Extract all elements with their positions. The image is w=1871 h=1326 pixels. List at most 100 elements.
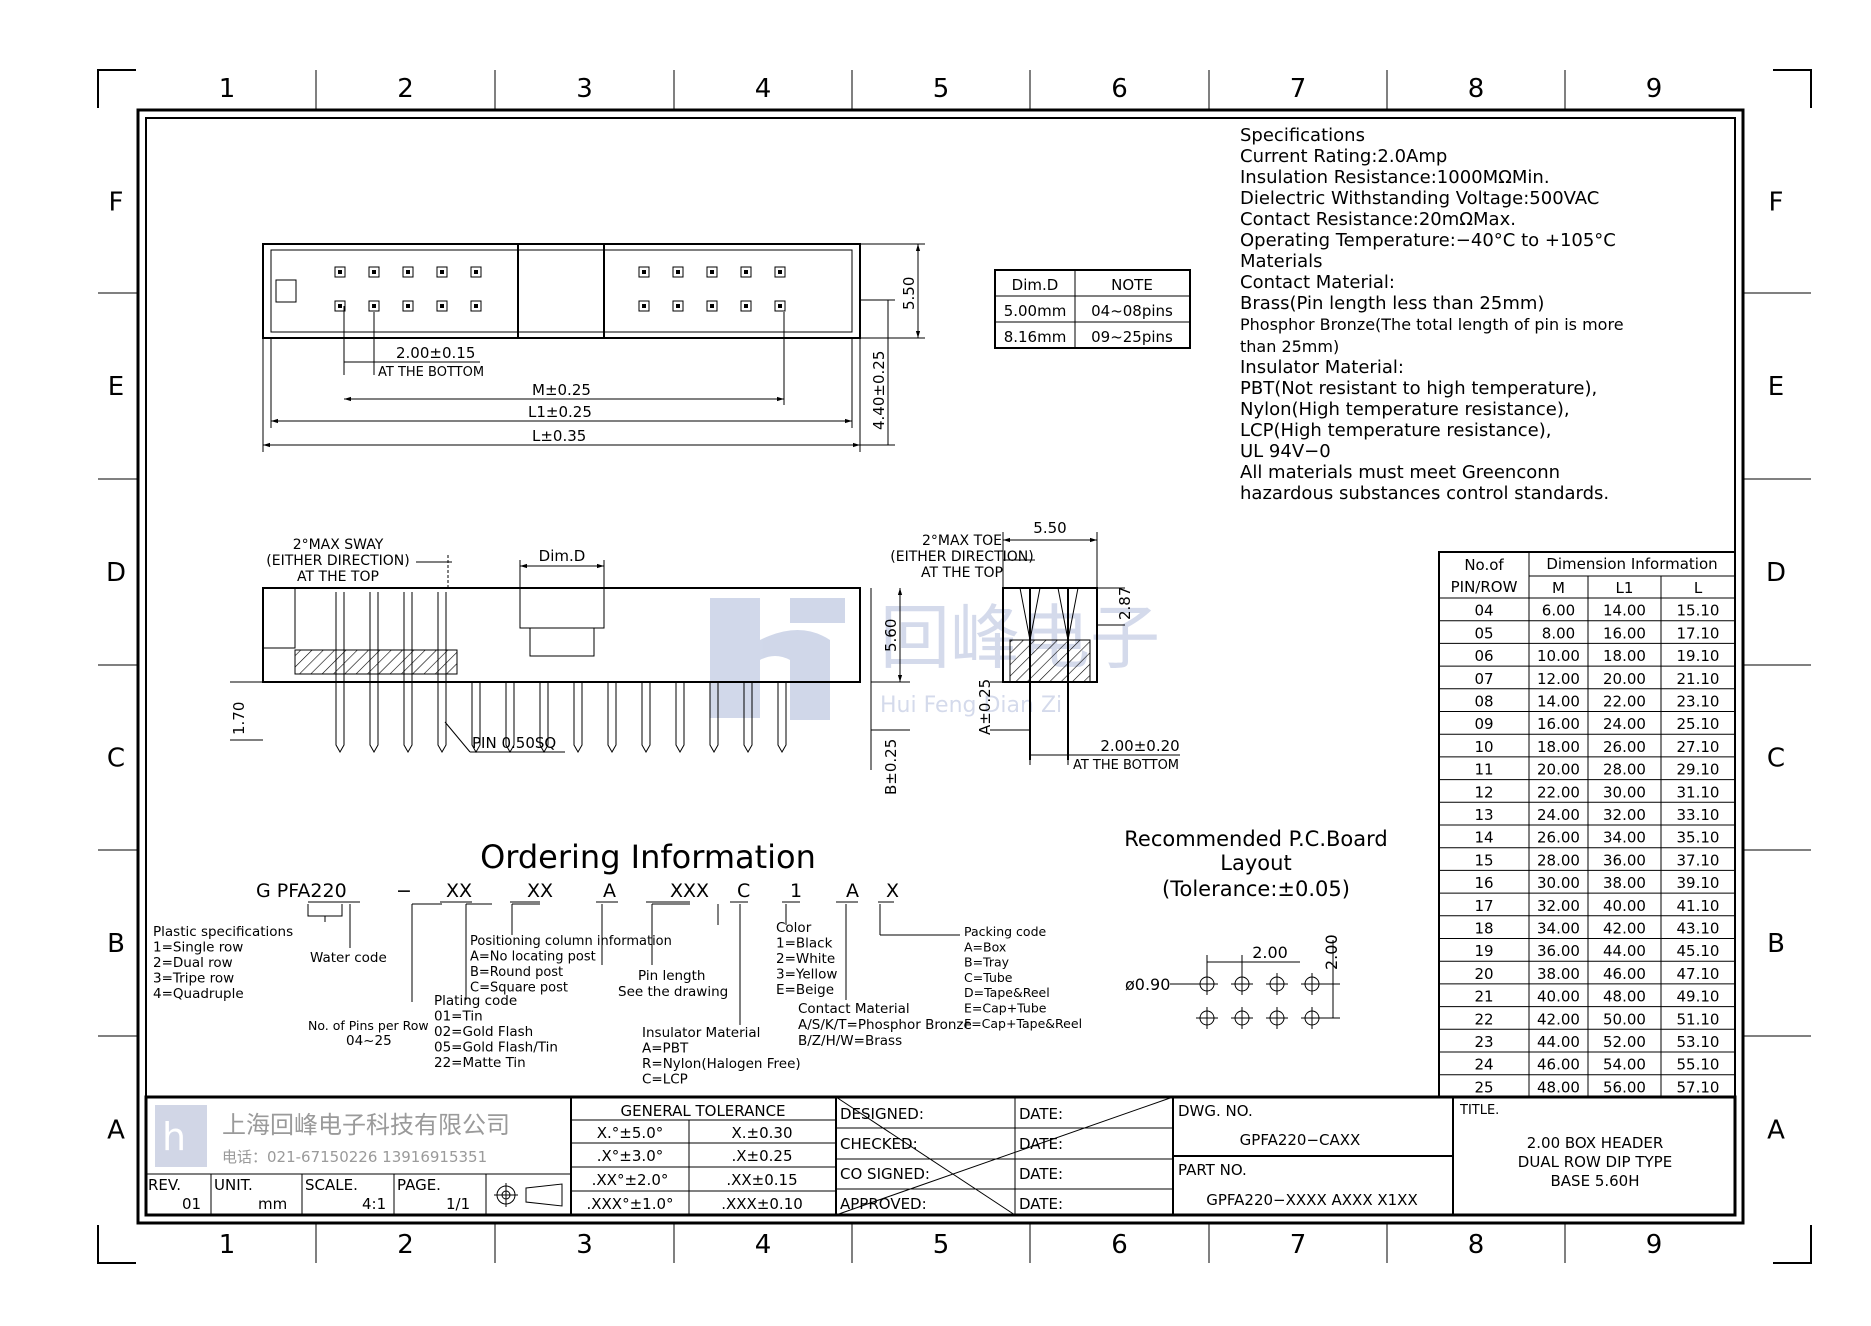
- spec-line: Brass(Pin length less than 25mm): [1240, 293, 1544, 314]
- ordering-note: E=Cap+Tube: [964, 1001, 1047, 1016]
- projection-symbol: [494, 1183, 563, 1207]
- sign-label: DESIGNED:: [840, 1105, 924, 1123]
- spec-line: Contact Resistance:20mΩMax.: [1240, 209, 1516, 230]
- table-cell: 25.10: [1677, 715, 1720, 733]
- table-header: PIN/ROW: [1451, 578, 1518, 596]
- table-cell: 09: [1474, 715, 1493, 733]
- table-cell: 51.10: [1677, 1010, 1720, 1028]
- pin-pad: [436, 300, 448, 312]
- tolerance-linear: X.±0.30: [731, 1124, 792, 1142]
- table-header: No.of: [1464, 556, 1504, 574]
- table-cell: 33.10: [1677, 806, 1720, 824]
- ordering-note: 1=Single row: [153, 940, 243, 956]
- pin-square: [440, 270, 444, 274]
- dim-d-table: Dim.D NOTE 5.00mm 04~08pins 8.16mm 09~25…: [994, 269, 1191, 349]
- ordering-note: A=PBT: [642, 1041, 689, 1057]
- dim-height-label: 5.50: [900, 277, 918, 310]
- ordering-code-segment: XX: [527, 880, 553, 902]
- ordering-note: A=Box: [964, 939, 1006, 954]
- column-label: 9: [1646, 1230, 1663, 1260]
- dim-l1-label: L1±0.25: [528, 403, 592, 421]
- ordering-note: 01=Tin: [434, 1009, 483, 1025]
- pin: [709, 682, 719, 754]
- column-label: 6: [1111, 1230, 1128, 1260]
- table-cell: 38.00: [1537, 965, 1580, 983]
- pitch-note: AT THE BOTTOM: [378, 365, 484, 380]
- table-cell: 42.00: [1537, 1010, 1580, 1028]
- date-label: DATE:: [1019, 1135, 1063, 1153]
- toe-note: 2°MAX TOE: [922, 533, 1002, 549]
- table-cell: 14: [1474, 829, 1493, 847]
- ordering-note: 05=Gold Flash/Tin: [434, 1040, 558, 1056]
- pin-square: [778, 304, 782, 308]
- table-header: Dimension Information: [1546, 555, 1717, 573]
- pin-square: [676, 304, 680, 308]
- table-cell: 40.00: [1537, 988, 1580, 1006]
- ordering-note: C=LCP: [642, 1072, 688, 1088]
- table-cell: 12.00: [1537, 670, 1580, 688]
- pin-pad: [638, 300, 650, 312]
- table-cell: 34.00: [1603, 829, 1646, 847]
- table-cell: 24.00: [1603, 715, 1646, 733]
- side-dimd: Dim.D: [539, 547, 586, 565]
- table-cell: 42.00: [1603, 920, 1646, 938]
- dimd-cell: 5.00mm: [1004, 302, 1067, 320]
- ordering-note: B/Z/H/W=Brass: [798, 1033, 902, 1049]
- ordering-note: A=No locating post: [470, 950, 596, 965]
- table-cell: 16.00: [1537, 715, 1580, 733]
- column-label: 9: [1646, 74, 1663, 104]
- watermark-pinyin: Hui Feng Dian Zi: [880, 693, 1062, 718]
- pcb-pitch-x: 2.00: [1252, 943, 1288, 962]
- table-cell: 28.00: [1537, 851, 1580, 869]
- dim-l-label: L±0.35: [532, 427, 586, 445]
- ordering-note: 2=Dual row: [153, 955, 233, 971]
- row-label: A: [1767, 1116, 1785, 1146]
- dimd-cell: 09~25pins: [1091, 328, 1173, 346]
- table-header: L: [1694, 579, 1703, 597]
- table-cell: 25: [1474, 1078, 1493, 1096]
- pcb-title: Recommended P.C.Board: [1124, 827, 1387, 851]
- pin: [743, 682, 753, 754]
- table-cell: 21: [1474, 988, 1493, 1006]
- row-label: F: [1769, 188, 1784, 218]
- table-cell: 32.00: [1537, 897, 1580, 915]
- spec-line: Current Rating:2.0Amp: [1240, 146, 1447, 167]
- pin-square: [710, 304, 714, 308]
- pin: [335, 592, 345, 754]
- ordering-note: 04~25: [346, 1033, 392, 1049]
- tolerance-title: GENERAL TOLERANCE: [620, 1102, 785, 1120]
- table-cell: 27.10: [1677, 738, 1720, 756]
- table-cell: 18.00: [1537, 738, 1580, 756]
- end-pitch-note: AT THE BOTTOM: [1073, 758, 1179, 773]
- table-cell: 22.00: [1603, 693, 1646, 711]
- sway-note: (EITHER DIRECTION): [266, 553, 409, 569]
- ordering-code-segment: 1: [790, 880, 802, 902]
- table-cell: 19: [1474, 942, 1493, 960]
- table-header: M: [1552, 579, 1565, 597]
- table-cell: 20.00: [1603, 670, 1646, 688]
- top-view: 5.50 4.40±0.25 2.00±0.15 AT THE BOTTOM M…: [262, 243, 925, 452]
- table-cell: 48.00: [1537, 1078, 1580, 1096]
- ordering-note: 1=Black: [776, 936, 833, 952]
- pin-pad: [706, 266, 718, 278]
- company-name: 上海回峰电子科技有限公司: [222, 1111, 510, 1139]
- ordering-title: Ordering Information: [480, 838, 816, 876]
- row-label: D: [106, 558, 126, 588]
- pin-square: [372, 304, 376, 308]
- row-label: F: [109, 188, 124, 218]
- title-line: DUAL ROW DIP TYPE: [1518, 1153, 1672, 1171]
- table-cell: 44.00: [1603, 942, 1646, 960]
- table-cell: 20: [1474, 965, 1493, 983]
- tolerance-angle: .X°±3.0°: [597, 1147, 663, 1165]
- pin-pad: [638, 266, 650, 278]
- ordering-code-segment: X: [886, 880, 899, 902]
- column-label: 3: [576, 74, 593, 104]
- ordering-note: 02=Gold Flash: [434, 1024, 533, 1040]
- pin-square: [744, 304, 748, 308]
- ordering-note: D=Tape&Reel: [964, 985, 1050, 1000]
- title-block: h 上海回峰电子科技有限公司 电话：021-67150226 139169153…: [144, 1095, 1737, 1217]
- table-cell: 20.00: [1537, 761, 1580, 779]
- column-label: 7: [1290, 1230, 1307, 1260]
